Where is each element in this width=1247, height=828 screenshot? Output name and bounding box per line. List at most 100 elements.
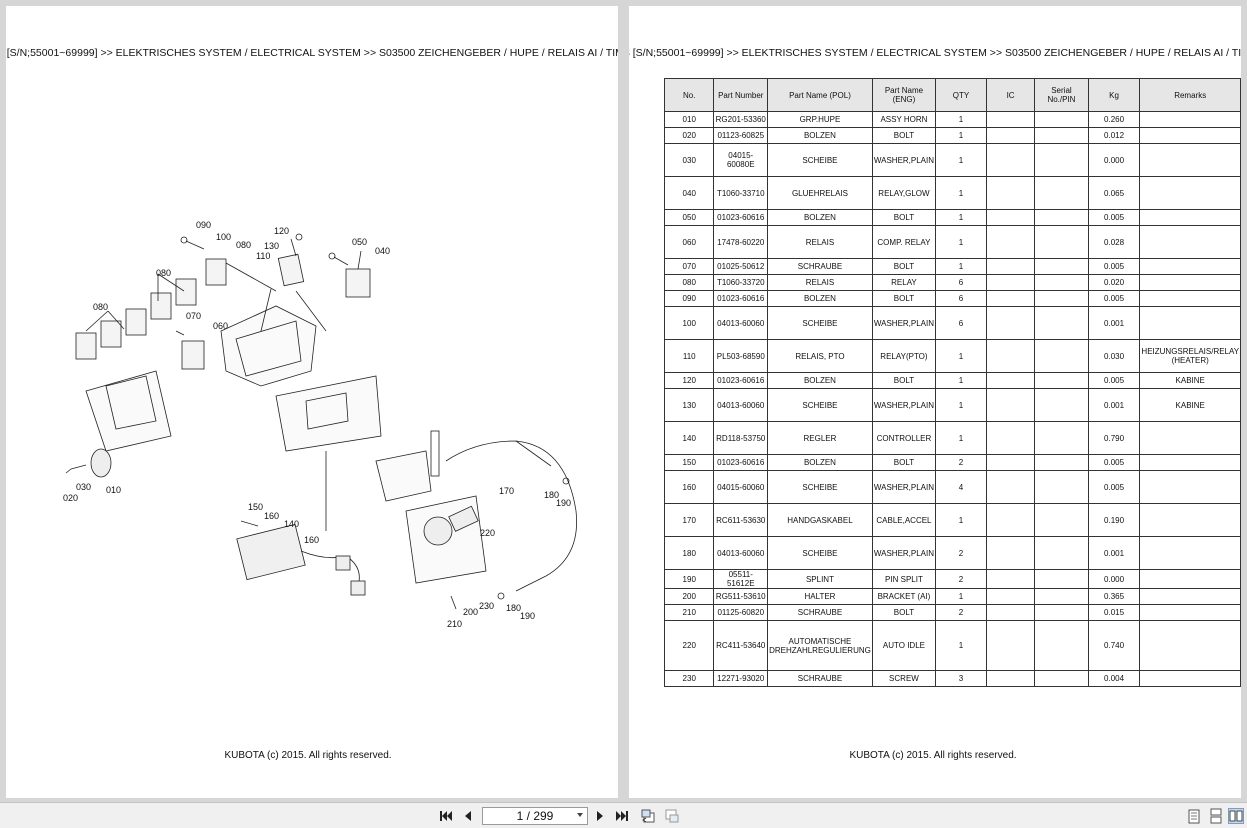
cell-no: 220 (663, 620, 715, 671)
cell-part-number: 01023-60616 (713, 209, 769, 226)
cell-serial (1034, 127, 1089, 144)
previous-page-icon[interactable] (460, 808, 476, 824)
cell-name-eng: COMP. RELAY (871, 225, 937, 259)
cell-ic (985, 503, 1036, 537)
cell-name-pol: GLUEHRELAIS (767, 176, 873, 210)
cell-part-number: 17478-60220 (713, 225, 769, 259)
cell-remarks: KABINE (1139, 388, 1241, 422)
cell-no: 150 (663, 454, 715, 471)
cell-qty: 1 (935, 588, 987, 605)
cell-name-pol: SCHEIBE (767, 143, 873, 177)
callout-label: 060 (213, 321, 228, 331)
cell-remarks (1139, 454, 1241, 471)
cell-kg: 0.015 (1087, 604, 1141, 621)
callout-label: 090 (196, 220, 211, 230)
cell-kg: 0.005 (1087, 470, 1141, 504)
cell-name-pol: BOLZEN (767, 127, 873, 144)
continuous-view-icon[interactable] (1208, 808, 1224, 824)
cell-serial (1034, 454, 1089, 471)
cell-part-number: 01125-60820 (713, 604, 769, 621)
cell-name-eng: WASHER,PLAIN (871, 536, 937, 570)
cell-ic (985, 569, 1036, 589)
callout-label: 080 (156, 268, 171, 278)
cell-kg: 0.005 (1087, 372, 1141, 389)
cell-name-pol: SCHEIBE (767, 536, 873, 570)
cell-no: 230 (663, 670, 715, 687)
cell-serial (1034, 258, 1089, 275)
cell-no: 130 (663, 388, 715, 422)
callout-label: 010 (106, 485, 121, 495)
cell-name-pol: SCHRAUBE (767, 604, 873, 621)
cell-name-pol: AUTOMATISCHE DREHZAHLREGULIERUNG (767, 620, 873, 671)
cell-serial (1034, 421, 1089, 455)
cell-serial (1034, 306, 1089, 340)
cell-serial (1034, 388, 1089, 422)
cell-name-pol: HANDGASKABEL (767, 503, 873, 537)
cell-qty: 1 (935, 111, 987, 128)
two-page-view-icon[interactable] (1228, 808, 1244, 824)
cell-no: 100 (663, 306, 715, 340)
cell-name-eng: WASHER,PLAIN (871, 388, 937, 422)
cell-name-eng: WASHER,PLAIN (871, 143, 937, 177)
cell-remarks (1139, 290, 1241, 307)
cell-kg: 0.190 (1087, 503, 1141, 537)
table-header-row: No. Part Number Part Name (POL) Part Nam… (663, 78, 1241, 112)
cell-serial (1034, 604, 1089, 621)
cell-remarks: HEIZUNGSRELAIS/RELAY (HEATER) (1139, 339, 1241, 373)
cell-serial (1034, 503, 1089, 537)
callout-label: 150 (248, 502, 263, 512)
cell-serial (1034, 339, 1089, 373)
cell-remarks (1139, 143, 1241, 177)
cell-serial (1034, 569, 1089, 589)
cell-name-eng: PIN SPLIT (871, 569, 937, 589)
cell-qty: 6 (935, 290, 987, 307)
col-header-serial: Serial No./PIN (1034, 78, 1089, 112)
cell-part-number: 04013-60060 (713, 306, 769, 340)
col-header-part-number: Part Number (713, 78, 769, 112)
right-page-copyright: KUBOTA (c) 2015. All rights reserved. (849, 750, 1017, 761)
cell-ic (985, 306, 1036, 340)
next-page-icon[interactable] (592, 808, 608, 824)
single-page-view-icon[interactable] (1186, 808, 1202, 824)
cell-remarks (1139, 306, 1241, 340)
page-number-selector[interactable]: 1 / 299 (482, 807, 588, 825)
callout-label: 200 (463, 607, 478, 617)
cell-remarks (1139, 111, 1241, 128)
cell-name-eng: BOLT (871, 372, 937, 389)
cell-qty: 1 (935, 503, 987, 537)
callout-label: 040 (375, 246, 390, 256)
cell-kg: 0.065 (1087, 176, 1141, 210)
go-back-view-icon[interactable] (640, 808, 656, 824)
cell-qty: 1 (935, 209, 987, 226)
cell-part-number: PL503-68590 (713, 339, 769, 373)
cell-name-eng: WASHER,PLAIN (871, 306, 937, 340)
go-forward-view-icon[interactable] (664, 808, 680, 824)
callout-label: 030 (76, 482, 91, 492)
cell-qty: 1 (935, 421, 987, 455)
first-page-icon[interactable] (438, 808, 454, 824)
cell-no: 080 (663, 274, 715, 291)
last-page-icon[interactable] (614, 808, 630, 824)
cell-no: 180 (663, 536, 715, 570)
cell-ic (985, 421, 1036, 455)
cell-name-pol: SCHEIBE (767, 470, 873, 504)
cell-part-number: 01025-50612 (713, 258, 769, 275)
cell-remarks (1139, 604, 1241, 621)
cell-ic (985, 143, 1036, 177)
cell-kg: 0.001 (1087, 536, 1141, 570)
cell-remarks (1139, 258, 1241, 275)
col-header-name-eng: Part Name (ENG) (871, 78, 937, 112)
cell-remarks (1139, 209, 1241, 226)
cell-serial (1034, 372, 1089, 389)
chevron-down-icon (577, 813, 583, 817)
cell-name-eng: BRACKET (AI) (871, 588, 937, 605)
cell-part-number: RD118-53750 (713, 421, 769, 455)
cell-part-number: 01023-60616 (713, 290, 769, 307)
